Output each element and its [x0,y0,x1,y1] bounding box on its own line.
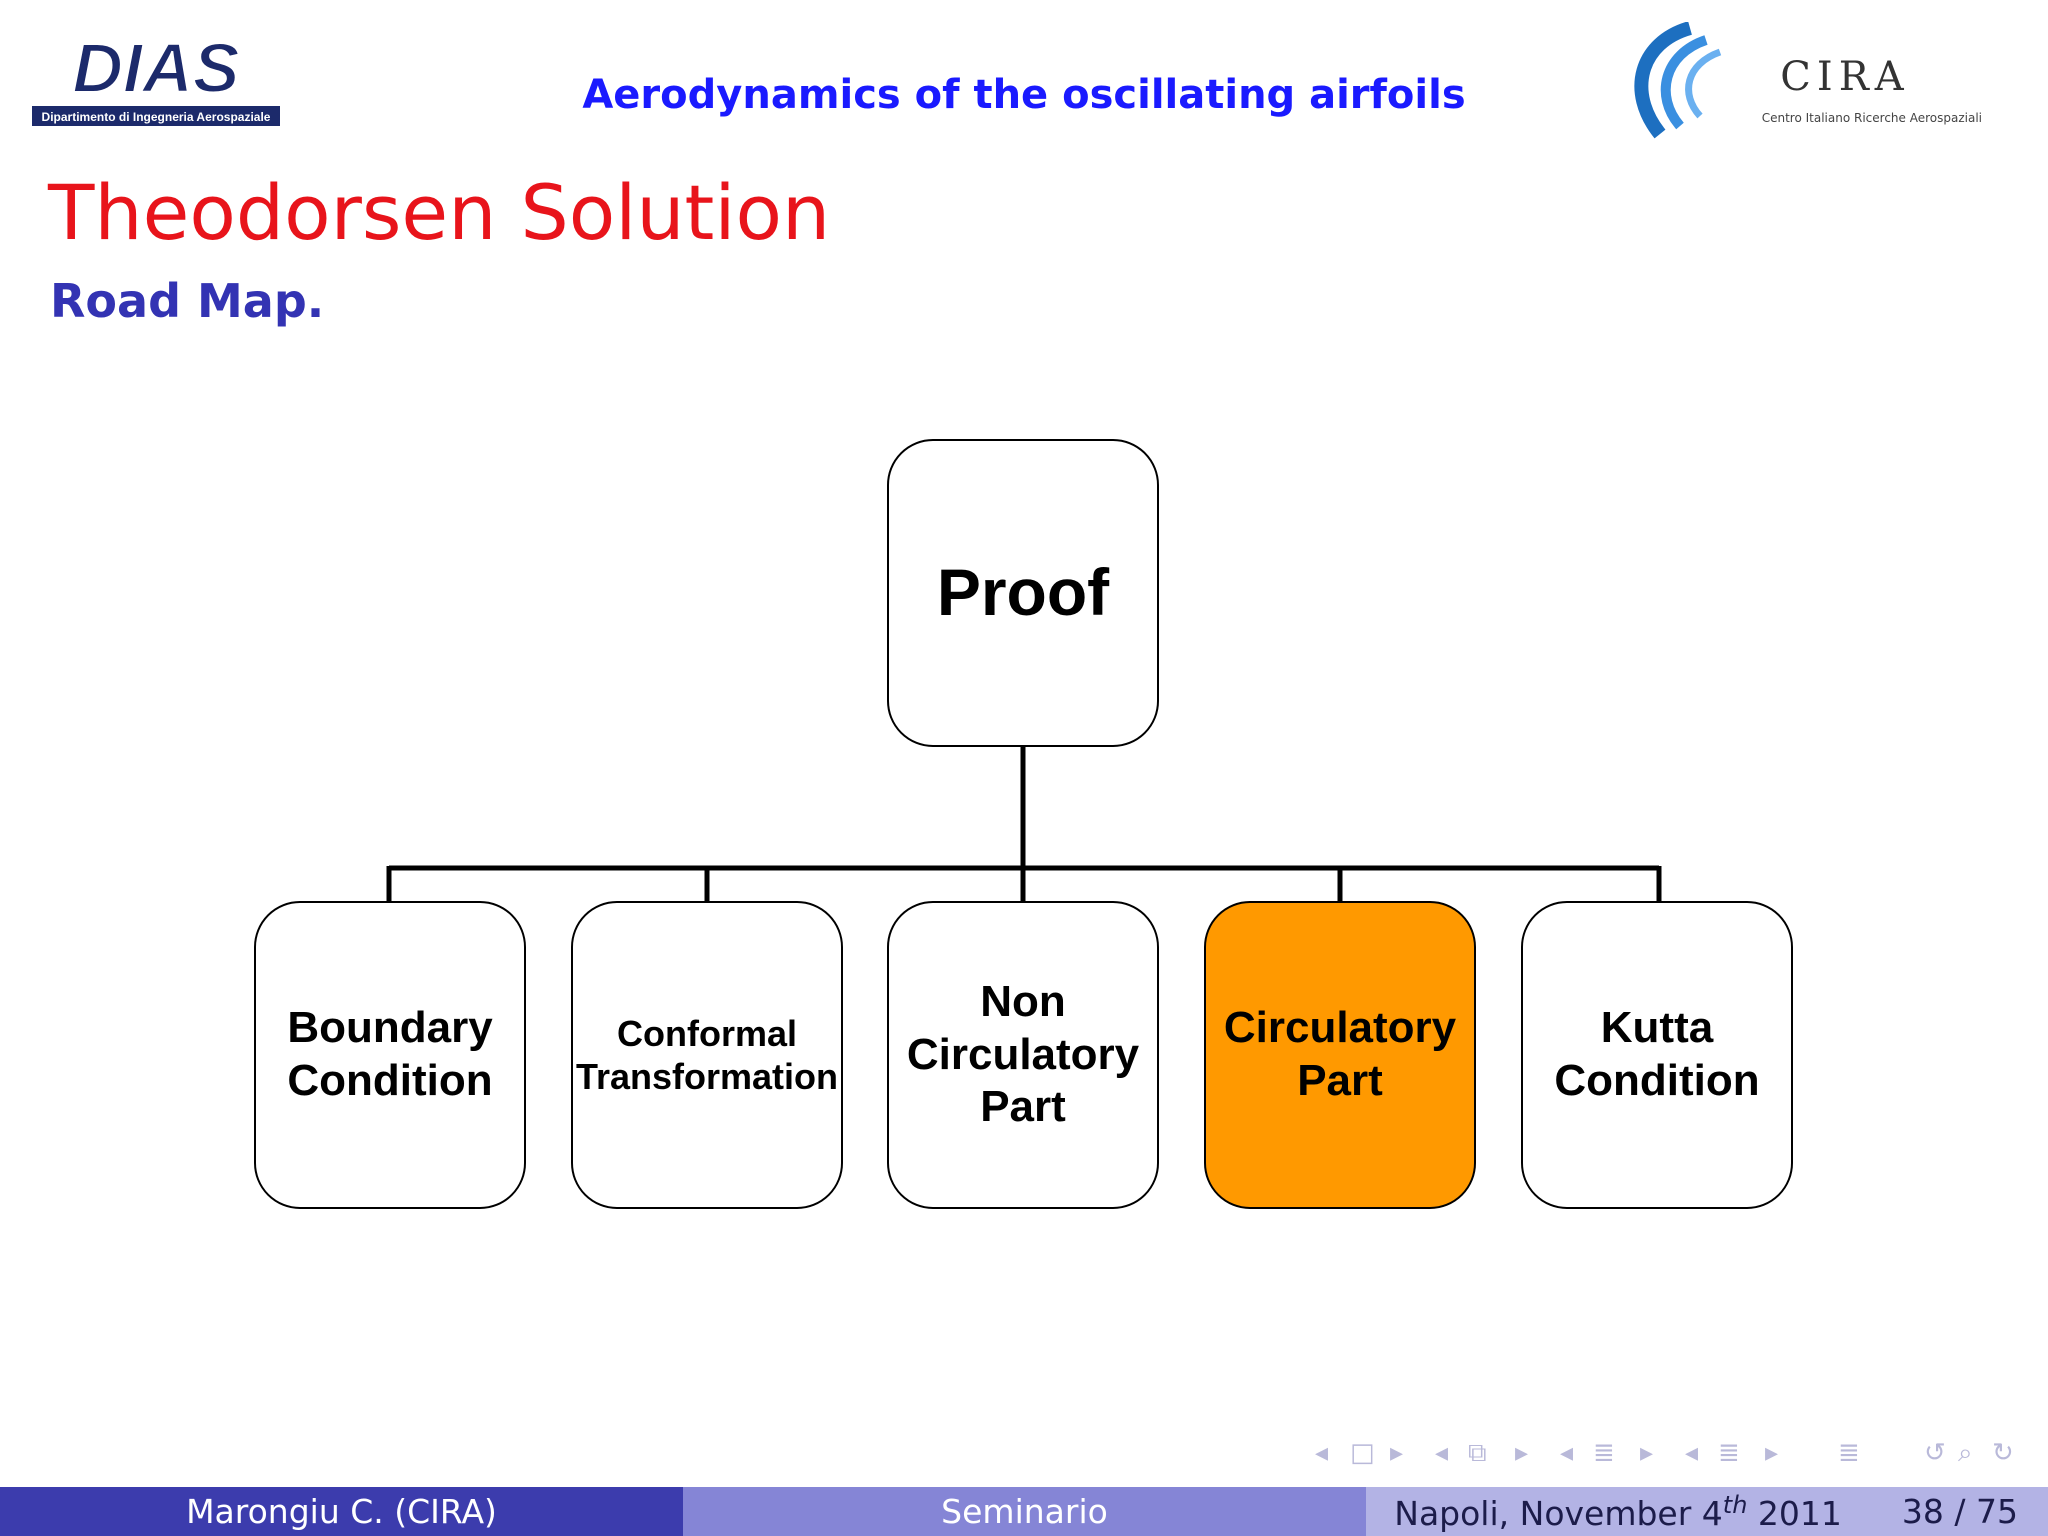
node-kutta-condition: Kutta Condition [1521,901,1793,1209]
cira-swoosh-3 [1685,48,1722,119]
nav-section-prev-icon[interactable]: ◂ [1560,1438,1574,1468]
cira-swoosh-1 [1634,22,1693,139]
footer-bar: Marongiu C. (CIRA) Seminario Napoli, Nov… [0,1487,2048,1536]
header-title: Aerodynamics of the oscillating airfoils [582,72,1466,118]
nav-frame-icon[interactable]: □ [1350,1438,1375,1468]
slide-subtitle: Road Map. [50,274,325,328]
footer-page-number: 38 / 75 [1901,1492,2018,1531]
footer-event: Seminario [683,1487,1366,1536]
nav-doc-next-icon[interactable]: ▸ [1765,1438,1779,1468]
dias-logo-caption: Dipartimento di Ingegneria Aerospaziale [42,110,271,124]
footer-author: Marongiu C. (CIRA) [0,1487,683,1536]
beamer-nav-bar: ◂ □ ▸ ◂ ⧉ ▸ ◂ ≣ ▸ ◂ ≣ ▸ ≣ ↺ ⌕ ↻ [1310,1438,2030,1474]
nav-frame-prev-icon[interactable]: ◂ [1315,1438,1329,1468]
node-boundary-condition: Boundary Condition [254,901,526,1209]
nav-back-icon[interactable]: ↺ [1924,1438,1946,1468]
node-non-circulatory-part: Non Circulatory Part [887,901,1159,1209]
nav-subsection-icon[interactable]: ⧉ [1468,1438,1487,1468]
cira-logo: CIRA Centro Italiano Ricerche Aerospazia… [1634,22,1982,139]
nav-toc-icon[interactable]: ≣ [1838,1438,1860,1468]
cira-swoosh-2 [1660,35,1708,130]
cira-logo-word: CIRA [1780,54,1909,100]
cira-logo-caption: Centro Italiano Ricerche Aerospaziali [1762,111,1982,125]
nav-forward-icon[interactable]: ↻ [1992,1438,2014,1468]
node-conformal-transformation: Conformal Transformation [571,901,843,1209]
dias-logo: Dipartimento di Ingegneria Aerospaziale … [32,28,280,126]
nav-frame-next-icon[interactable]: ▸ [1390,1438,1404,1468]
nav-section-next-icon[interactable]: ▸ [1640,1438,1654,1468]
footer-date: Napoli, November 4th 2011 [1394,1490,1842,1533]
nav-doc-prev-icon[interactable]: ◂ [1685,1438,1699,1468]
nav-search-icon[interactable]: ⌕ [1958,1438,1973,1468]
slide-title: Theodorsen Solution [48,168,831,257]
nav-section-icon[interactable]: ≣ [1593,1438,1615,1468]
dias-logo-word: DIAS [72,29,239,107]
nav-subsection-next-icon[interactable]: ▸ [1515,1438,1529,1468]
node-circulatory-part: Circulatory Part [1204,901,1476,1209]
nav-subsection-prev-icon[interactable]: ◂ [1435,1438,1449,1468]
node-proof: Proof [887,439,1159,747]
nav-doc-icon[interactable]: ≣ [1718,1438,1740,1468]
footer-right: Napoli, November 4th 2011 38 / 75 [1366,1487,2048,1536]
